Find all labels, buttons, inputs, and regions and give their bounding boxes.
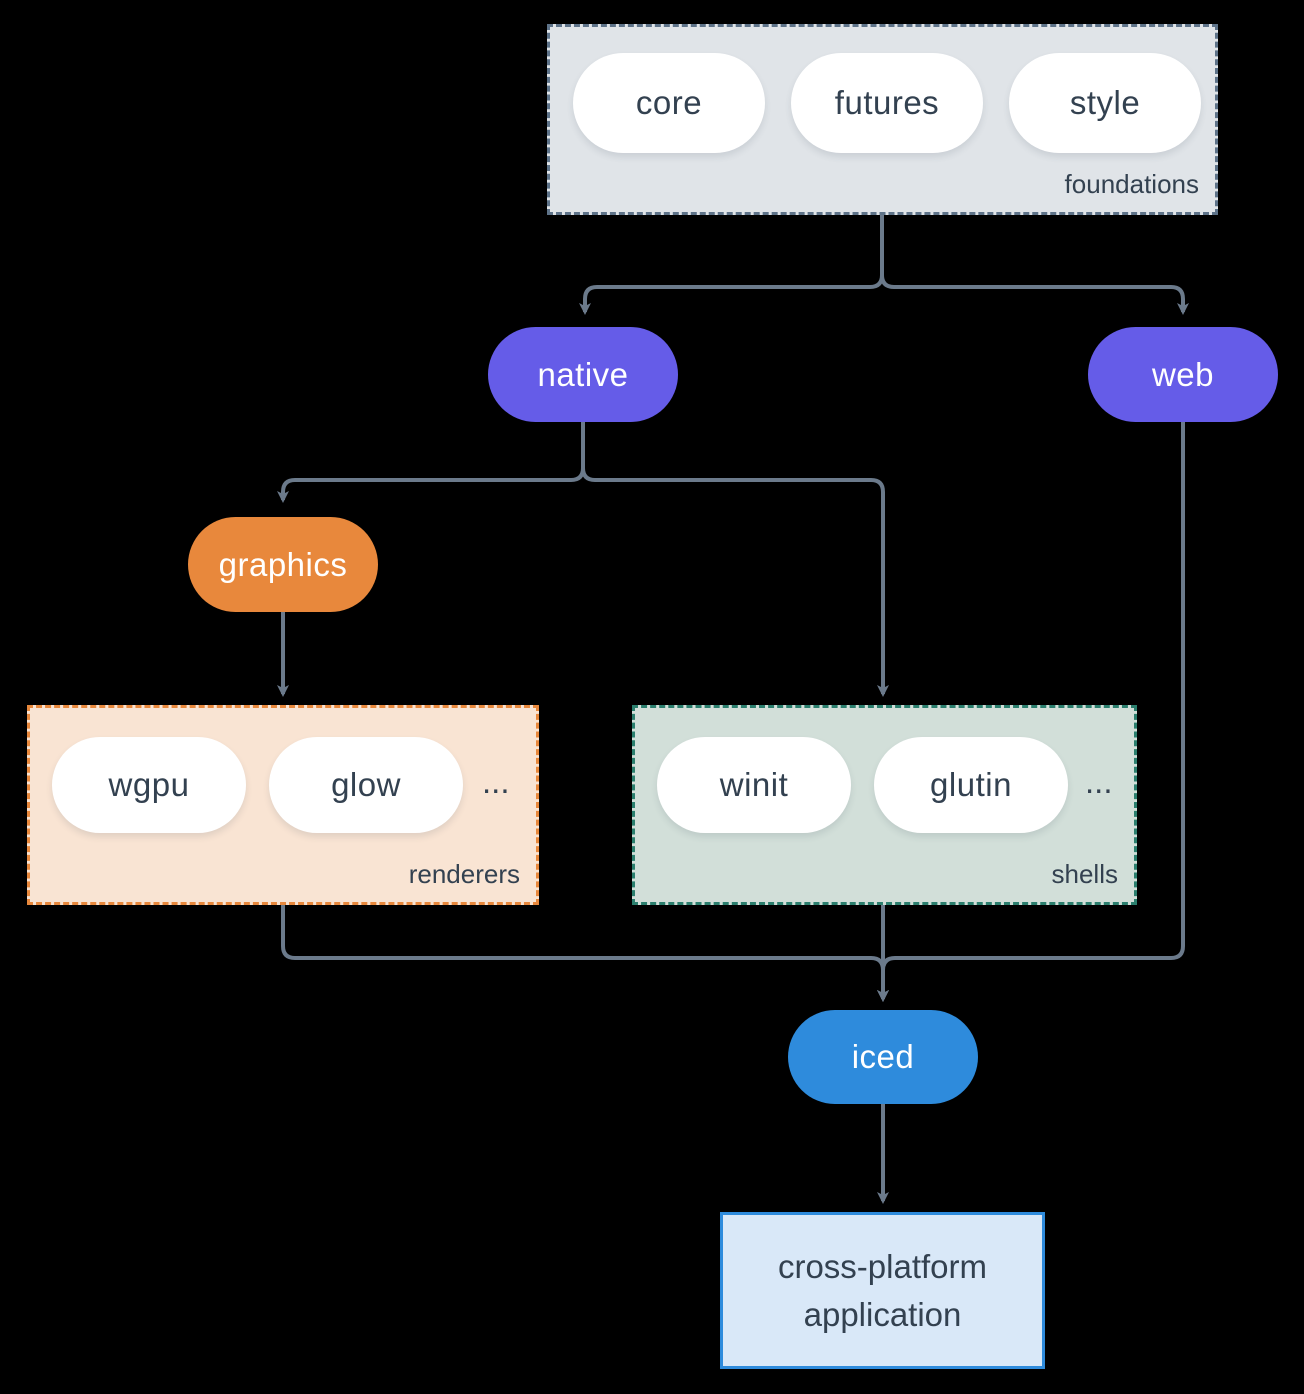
- group-foundations-label: foundations: [1064, 169, 1199, 199]
- node-iced: iced: [788, 1010, 978, 1104]
- group-renderers-label: renderers: [408, 859, 520, 889]
- node-style: style: [1009, 53, 1201, 153]
- edge-renderers-iced: [281, 905, 889, 1002]
- node-web: web: [1088, 327, 1278, 422]
- node-futures: futures: [791, 53, 983, 153]
- node-winit: winit: [657, 737, 851, 833]
- node-glow: glow: [269, 737, 463, 833]
- edge-foundations-web: [880, 215, 1189, 315]
- group-renderers: wgpu glow ... renderers: [27, 705, 539, 905]
- node-native: native: [488, 327, 678, 422]
- node-core: core: [573, 53, 765, 153]
- group-foundations: core futures style foundations: [547, 24, 1218, 215]
- node-wgpu: wgpu: [52, 737, 246, 833]
- node-glutin: glutin: [874, 737, 1068, 833]
- edge-native-graphics: [277, 422, 585, 503]
- edge-native-shells: [581, 422, 889, 697]
- shells-ellipsis: ...: [1085, 763, 1113, 800]
- edge-group: [277, 215, 1189, 1204]
- group-shells: winit glutin ... shells: [632, 705, 1137, 905]
- node-cross-platform-application: cross-platform application: [720, 1212, 1045, 1369]
- renderers-ellipsis: ...: [482, 763, 510, 800]
- node-graphics: graphics: [188, 517, 378, 612]
- edge-foundations-native: [579, 215, 884, 315]
- group-shells-label: shells: [1051, 859, 1118, 889]
